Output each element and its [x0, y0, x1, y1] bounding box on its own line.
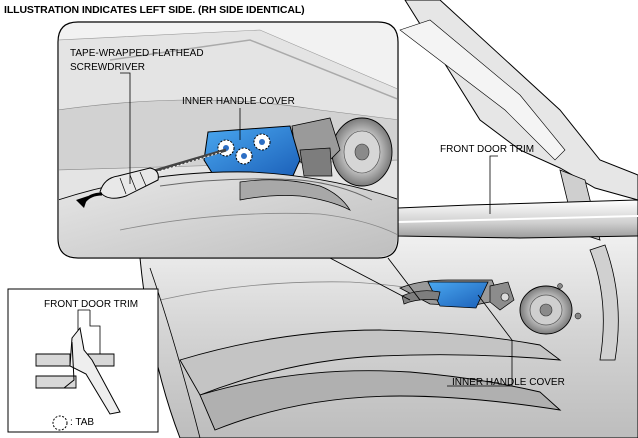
detail-view: [57, 21, 399, 259]
leader-lines: [120, 72, 513, 387]
inner-handle-cover-main-label: INNER HANDLE COVER: [452, 377, 565, 388]
door-main-view: [139, 0, 638, 438]
front-door-trim-inset-label: FRONT DOOR TRIM: [44, 299, 139, 310]
tab-legend-label: : TAB: [70, 417, 95, 428]
inner-handle-cover-detail-label: INNER HANDLE COVER: [182, 96, 295, 107]
front-door-trim-main-label: FRONT DOOR TRIM: [440, 144, 535, 155]
page-title: ILLUSTRATION INDICATES LEFT SIDE. (RH SI…: [4, 4, 305, 16]
screwdriver: [99, 148, 227, 199]
screwdriver-label-line2: SCREWDRIVER: [70, 62, 146, 73]
speaker-main: [519, 283, 582, 335]
tab-section-inset: [7, 288, 159, 433]
tab-markers-detail: [217, 133, 271, 165]
screwdriver-label-line1: TAPE-WRAPPED FLATHEAD: [70, 48, 204, 59]
dashed-circle-icon: [52, 415, 68, 431]
